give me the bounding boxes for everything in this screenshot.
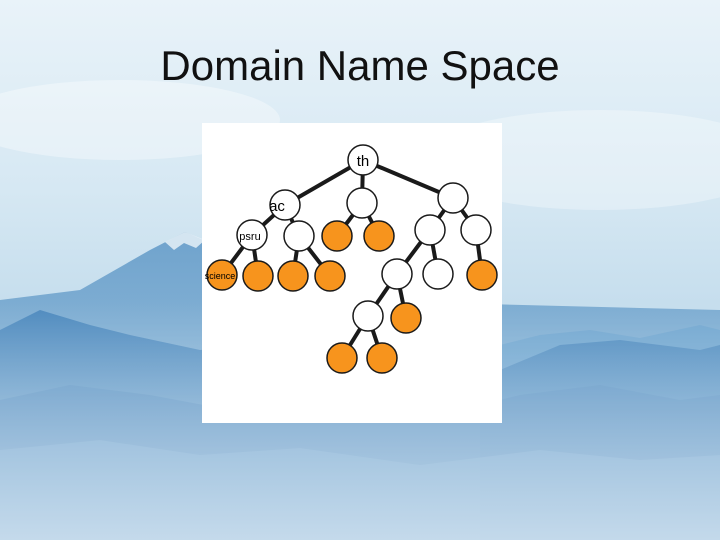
node-label-psru: psru	[239, 231, 260, 243]
tree-leaf-node	[243, 261, 273, 291]
tree-leaf-node	[322, 221, 352, 251]
node-label-ac: ac	[269, 198, 285, 215]
tree-internal-node	[347, 188, 377, 218]
tree-leaf-node	[467, 260, 497, 290]
tree-canvas: th ac psru science	[202, 123, 502, 423]
tree-leaf-node	[391, 303, 421, 333]
tree-internal-node	[438, 183, 468, 213]
tree-internal-node	[423, 259, 453, 289]
node-label-science: science	[205, 271, 236, 281]
tree-leaf-node	[367, 343, 397, 373]
slide-title: Domain Name Space	[0, 42, 720, 90]
tree-leaf-node	[364, 221, 394, 251]
tree-internal-node	[353, 301, 383, 331]
node-label-root: th	[357, 153, 370, 170]
tree-internal-node	[461, 215, 491, 245]
tree-leaf-node	[327, 343, 357, 373]
tree-leaf-node	[278, 261, 308, 291]
tree-internal-node	[382, 259, 412, 289]
tree-internal-node	[284, 221, 314, 251]
domain-tree-diagram: th ac psru science	[202, 123, 502, 423]
tree-leaf-node	[315, 261, 345, 291]
tree-internal-node	[415, 215, 445, 245]
